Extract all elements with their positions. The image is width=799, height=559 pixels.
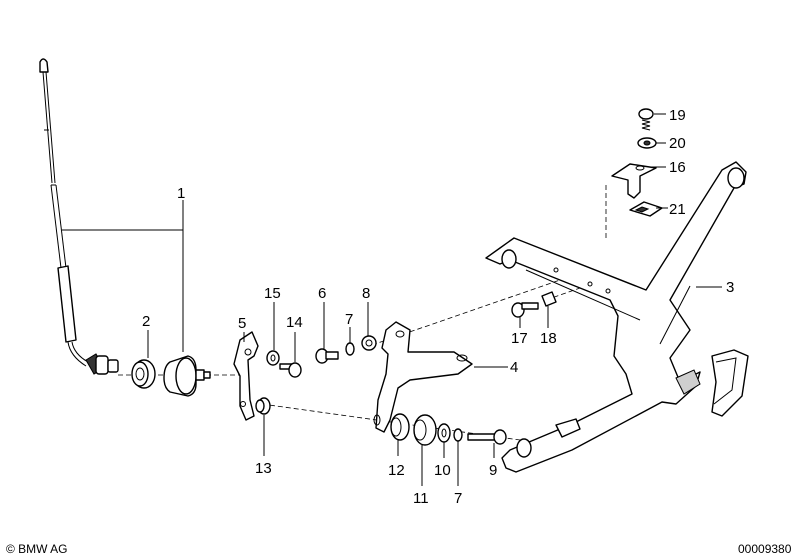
callout-11: 11 bbox=[413, 490, 429, 507]
callout-16: 16 bbox=[669, 159, 686, 176]
callout-12: 12 bbox=[388, 462, 405, 479]
bracket-5 bbox=[233, 331, 259, 421]
nut-18 bbox=[541, 291, 557, 307]
callout-19: 19 bbox=[669, 107, 686, 124]
callout-7-lower: 7 bbox=[454, 490, 462, 507]
rubber-mount-12 bbox=[390, 413, 410, 441]
washer-15 bbox=[266, 350, 280, 366]
antenna-rod bbox=[39, 58, 119, 375]
callout-18: 18 bbox=[540, 330, 557, 347]
callout-21: 21 bbox=[669, 201, 686, 218]
washer-20 bbox=[637, 137, 657, 149]
callout-6: 6 bbox=[318, 285, 326, 302]
screw-6 bbox=[315, 348, 339, 364]
callout-5: 5 bbox=[238, 315, 246, 332]
bolt-19 bbox=[638, 108, 654, 131]
clip-nut-21 bbox=[629, 201, 663, 217]
callout-9: 9 bbox=[489, 462, 497, 479]
callout-14: 14 bbox=[286, 314, 303, 331]
grommet bbox=[131, 359, 156, 389]
bolt-9 bbox=[467, 429, 507, 445]
callouts: 1 2 3 4 5 6 7 8 9 10 11 12 13 14 15 16 1… bbox=[142, 107, 734, 507]
copyright-text: © BMW AG bbox=[6, 542, 68, 556]
grommet-13 bbox=[255, 397, 271, 415]
bracket-16 bbox=[611, 163, 657, 199]
rubber-mount-11 bbox=[413, 414, 437, 446]
callout-2: 2 bbox=[142, 313, 150, 330]
screw-14 bbox=[279, 362, 302, 378]
leader-lines bbox=[62, 113, 722, 486]
screw-17 bbox=[511, 302, 539, 318]
assembly-lines bbox=[118, 185, 607, 441]
holder-4 bbox=[373, 321, 473, 433]
spring-washer-7 bbox=[345, 342, 355, 356]
callout-4: 4 bbox=[510, 359, 518, 376]
callout-1: 1 bbox=[177, 185, 185, 202]
washer-7 bbox=[453, 428, 463, 442]
callout-8: 8 bbox=[362, 285, 370, 302]
antenna-base bbox=[163, 355, 211, 397]
callout-20: 20 bbox=[669, 135, 686, 152]
nut-8 bbox=[361, 335, 377, 351]
callout-3: 3 bbox=[726, 279, 734, 296]
diagram-number: 00009380 bbox=[738, 542, 792, 556]
washer-10 bbox=[437, 423, 451, 443]
callout-15: 15 bbox=[264, 285, 281, 302]
callout-13: 13 bbox=[255, 460, 272, 477]
callout-7-upper: 7 bbox=[345, 311, 353, 328]
callout-17: 17 bbox=[511, 330, 528, 347]
callout-10: 10 bbox=[434, 462, 451, 479]
rear-frame-3 bbox=[485, 161, 749, 473]
